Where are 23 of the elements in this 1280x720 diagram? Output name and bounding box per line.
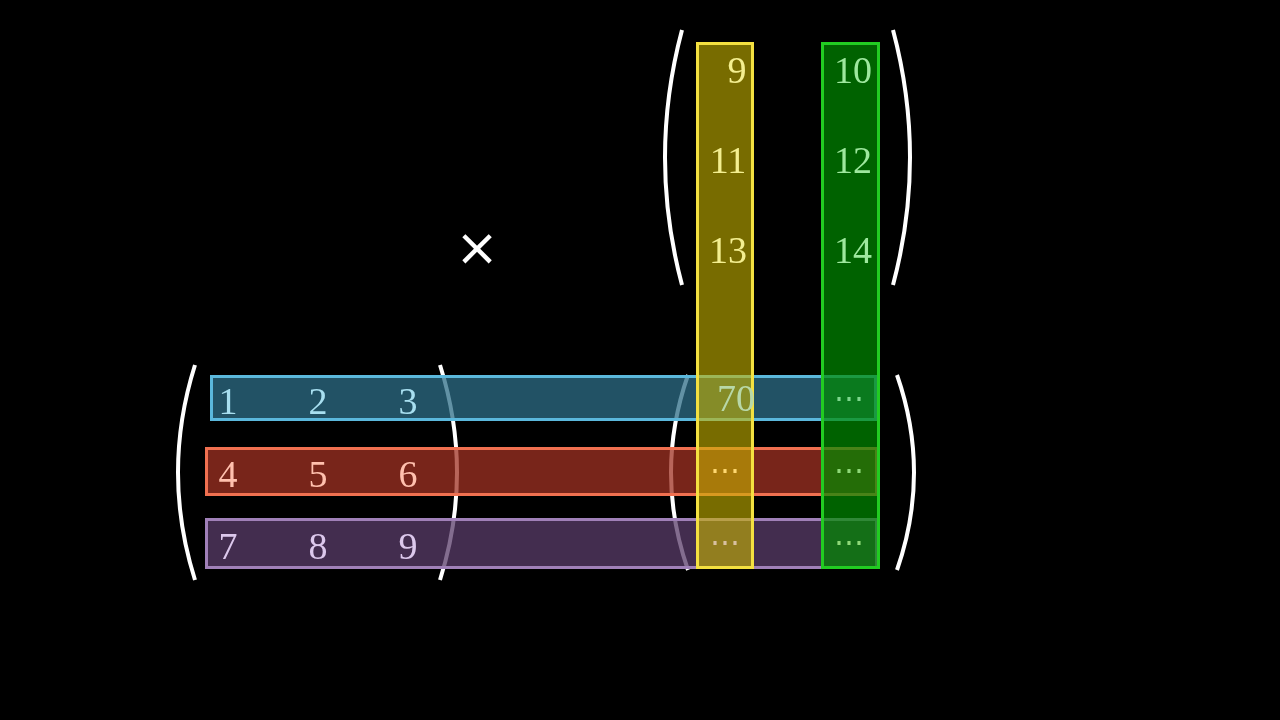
matrix-entry: 6 (398, 454, 418, 494)
ellipsis: ⋯ (710, 524, 740, 560)
matrix-entry: 7 (218, 526, 238, 566)
matrix-entry: 13 (709, 230, 747, 270)
matrix-entry: 2 (308, 381, 328, 421)
matrix-entry: 5 (308, 454, 328, 494)
ellipsis: ⋯ (834, 524, 864, 560)
matrix-entry: 14 (834, 230, 872, 270)
matrix-entry: 3 (398, 381, 418, 421)
matrix-entry: 4 (218, 454, 238, 494)
matrix-entry: 12 (834, 140, 872, 180)
matrix-entry: 10 (834, 50, 872, 90)
multiplication-sign: × (455, 227, 499, 267)
column-highlight (696, 42, 754, 569)
column-highlight (821, 42, 880, 569)
ellipsis: ⋯ (834, 380, 864, 416)
matrix-entry: 1 (218, 381, 238, 421)
matrix-entry: 9 (727, 50, 747, 90)
matrix-entry: 8 (308, 526, 328, 566)
matrix-entry: 9 (398, 526, 418, 566)
matrix-entry: 11 (709, 140, 747, 180)
ellipsis: ⋯ (834, 452, 864, 488)
ellipsis: ⋯ (710, 452, 740, 488)
